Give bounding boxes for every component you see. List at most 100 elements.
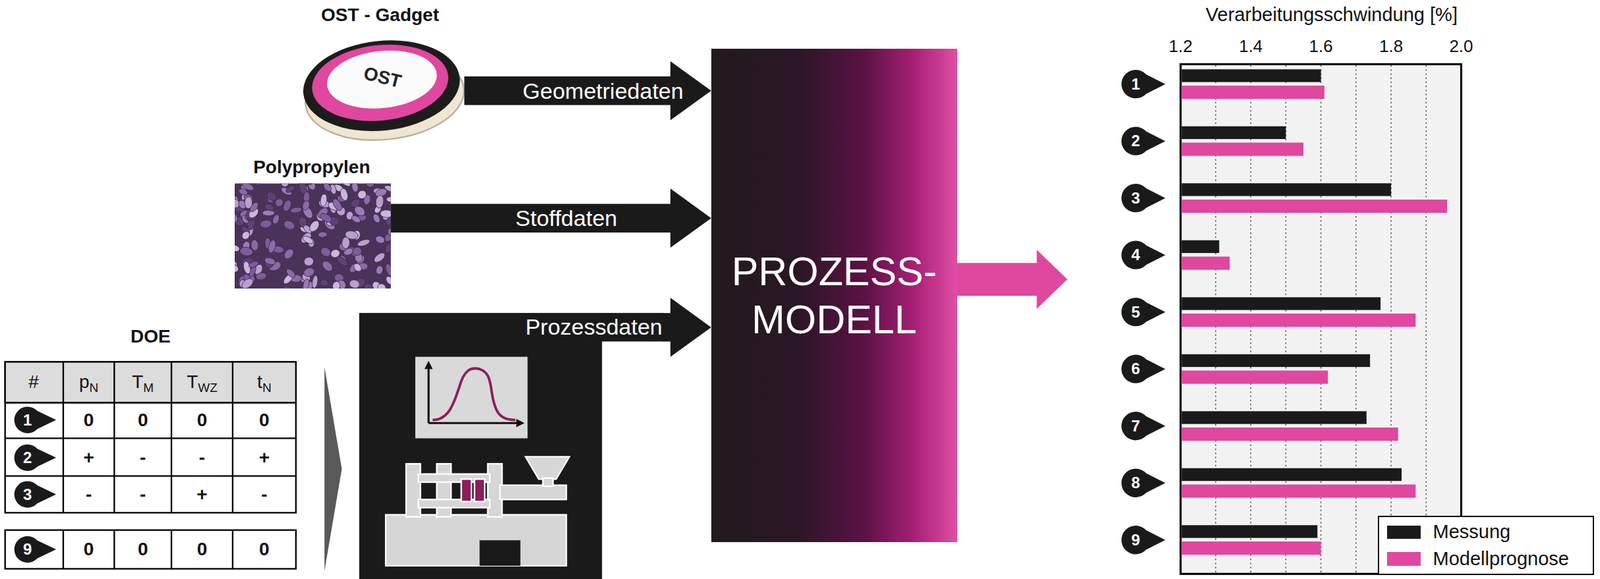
callout-number: 3 xyxy=(1131,190,1140,207)
label-holder: 0 xyxy=(137,540,149,560)
machine-notch xyxy=(479,540,521,567)
pellet xyxy=(239,246,254,258)
column-header: T xyxy=(186,373,198,392)
cell-value: - xyxy=(139,485,146,505)
pellet xyxy=(375,282,388,289)
machine-plate xyxy=(436,464,451,517)
cell-value: + xyxy=(259,448,270,468)
label-holder: + xyxy=(259,448,270,468)
pellet xyxy=(290,207,302,215)
label-holder: 0 xyxy=(259,540,270,560)
pellet xyxy=(351,183,360,194)
barrel xyxy=(499,485,567,501)
label-holder: 9 xyxy=(23,541,32,558)
block-arrow xyxy=(324,367,342,572)
pellet xyxy=(317,231,327,238)
legend-swatch xyxy=(1387,526,1421,540)
table-callouts xyxy=(14,406,57,563)
label-holder: - xyxy=(261,485,267,505)
legend-row: Messung xyxy=(1387,522,1585,542)
block-arrow xyxy=(663,297,712,358)
label-holder: 0 xyxy=(137,411,149,430)
label-holder: 2 xyxy=(1131,133,1140,149)
label-holder: TM xyxy=(131,373,154,392)
pellet xyxy=(301,278,310,289)
axis-tick: 2.0 xyxy=(1449,37,1473,55)
callout-number: 7 xyxy=(1131,418,1140,435)
molding-machine xyxy=(385,456,570,567)
axis-tick: 1.6 xyxy=(1309,37,1334,55)
column-header: t xyxy=(257,373,263,392)
callout-number: 5 xyxy=(1131,304,1140,321)
callout-number: 1 xyxy=(1131,76,1140,93)
pellet xyxy=(244,196,253,209)
pellet xyxy=(303,183,316,187)
pellet xyxy=(311,274,319,289)
bar-predicted xyxy=(1181,541,1321,556)
pellet xyxy=(351,245,363,257)
cell-value: + xyxy=(196,485,208,505)
pellet xyxy=(375,265,385,276)
hopper xyxy=(525,456,570,480)
label-holder: 4 xyxy=(1131,247,1140,264)
callout-number: 9 xyxy=(1131,532,1140,549)
callout-marker xyxy=(14,444,57,472)
pellet xyxy=(234,286,238,289)
bar-measured xyxy=(1181,468,1402,482)
column-header: # xyxy=(28,373,39,392)
axis-head xyxy=(424,361,433,370)
pellet xyxy=(319,193,328,208)
pellet xyxy=(282,218,297,232)
pellet xyxy=(273,197,285,208)
bar-measured xyxy=(1181,411,1366,424)
pellet xyxy=(319,245,333,259)
callout-number: 8 xyxy=(1131,475,1140,492)
legend-box: MessungModellprognose xyxy=(1377,516,1595,576)
legend-text: Messung xyxy=(1433,522,1512,542)
label-holder: - xyxy=(139,448,146,468)
pellet xyxy=(239,276,256,289)
pellet xyxy=(364,183,377,190)
bar-measured xyxy=(1181,354,1370,368)
pressure-curve xyxy=(432,368,515,420)
pellet xyxy=(319,278,329,287)
pellet xyxy=(234,230,237,240)
pellet xyxy=(234,212,240,224)
callout-marker xyxy=(14,536,57,563)
axis-head xyxy=(516,419,525,428)
label-holder: 1.8 xyxy=(1379,37,1403,55)
label-holder: 1.6 xyxy=(1309,37,1334,55)
cell-value: + xyxy=(83,448,94,468)
callout-marker xyxy=(1121,297,1166,327)
bar-measured xyxy=(1181,126,1286,140)
plot-frame xyxy=(1180,63,1462,575)
callout-marker xyxy=(14,481,57,508)
grid-line xyxy=(1425,65,1428,574)
gadget-black-ring xyxy=(298,32,465,139)
table-frame xyxy=(5,361,297,513)
pellet xyxy=(384,274,391,287)
pellet xyxy=(266,239,277,254)
label-holder: 1 xyxy=(23,412,32,429)
bar-predicted xyxy=(1181,427,1398,442)
machine-plate xyxy=(406,464,421,517)
label-holder: 0 xyxy=(197,540,208,560)
label-holder: 3 xyxy=(23,487,32,504)
pellet xyxy=(234,263,240,274)
bar-predicted xyxy=(1181,485,1416,499)
node-heading: PROZESS- MODELL xyxy=(721,247,947,345)
pellet xyxy=(321,183,333,194)
curve-axes xyxy=(428,367,519,424)
callout-number: 1 xyxy=(23,412,32,429)
node-heading: Polypropylen xyxy=(253,156,370,178)
label-holder: 1.4 xyxy=(1238,37,1263,55)
plot-content xyxy=(1121,65,1448,574)
label-holder: 2 xyxy=(23,450,32,467)
pellet xyxy=(280,183,290,188)
label-holder: TWZ xyxy=(186,373,218,392)
pellet xyxy=(341,237,350,250)
label-holder: 2.0 xyxy=(1449,37,1473,55)
pellet xyxy=(307,218,322,234)
pellets xyxy=(234,183,391,289)
bar-predicted xyxy=(1181,257,1230,271)
